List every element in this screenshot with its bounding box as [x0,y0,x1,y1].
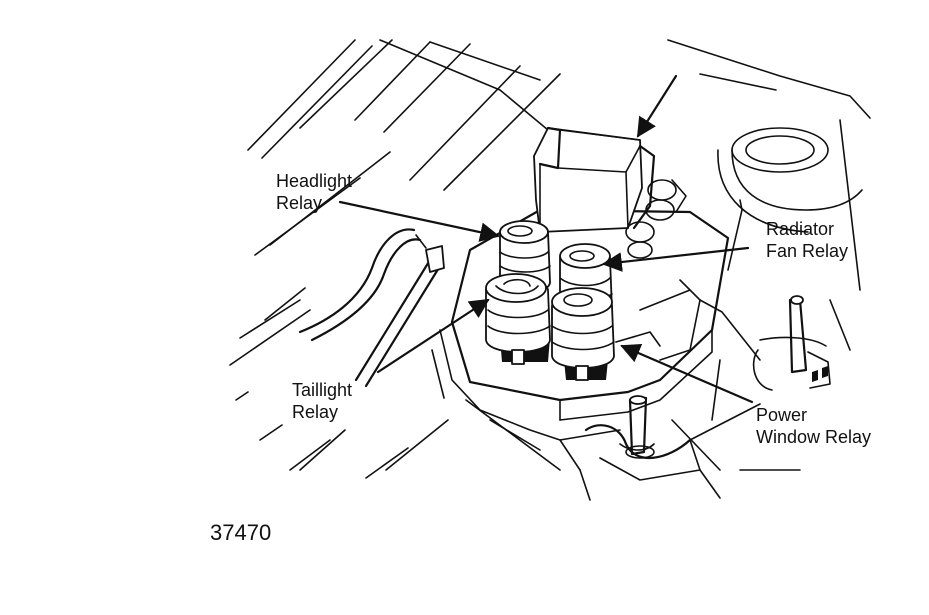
taillight-relay-label: Taillight Relay [292,379,352,423]
taillight-relay-label-line2: Relay [292,402,339,422]
power-window-relay-label-line2: Window Relay [756,427,872,447]
radiator-fan-leader [602,246,750,272]
taillight-relay-graphic [485,273,551,365]
front-bolt [559,395,721,501]
control-module [533,126,687,259]
power-window-relay-label: Power Window Relay [756,404,871,448]
engine-parts-right [667,39,871,471]
radiator-fan-relay-label-line2: Fan Relay [766,241,849,261]
taillight-relay-label-line1: Taillight [292,380,353,400]
module-leader [636,74,678,138]
power-window-relay-label-line1: Power [756,405,808,425]
radiator-fan-relay-label-line1: Radiator [766,219,835,239]
headlight-relay-label-line1: Headlight [276,171,353,191]
headlight-relay-label-line2: Relay [276,193,323,213]
headlight-relay-label: Headlight Relay [276,170,352,214]
power-window-leader [620,343,754,404]
radiator-fan-relay-label: Radiator Fan Relay [766,218,848,262]
taillight-leader [376,298,490,374]
leader-lines [338,74,754,404]
power-window-relay-graphic [551,287,615,381]
headlight-leader [338,200,500,242]
fender-lines [229,39,561,479]
figure-number: 37470 [210,520,272,545]
cable-left [298,228,445,388]
